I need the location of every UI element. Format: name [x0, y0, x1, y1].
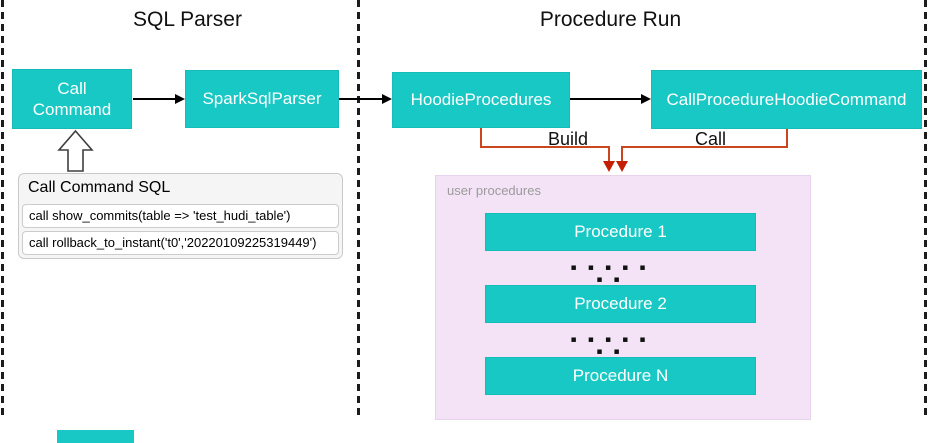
- connector-segment: [622, 146, 788, 148]
- user-procedures-label: user procedures: [447, 183, 541, 198]
- node-procedure-2: Procedure 2: [485, 285, 756, 323]
- section-border-left: [1, 0, 4, 416]
- section-border-right: [924, 0, 927, 416]
- arrow-right-icon: [382, 94, 392, 104]
- connector-segment: [786, 129, 788, 148]
- arrow-shaft: [133, 98, 176, 100]
- arrow-right-icon: [175, 94, 185, 104]
- node-hoodieprocedures: HoodieProcedures: [392, 72, 570, 128]
- arrow-hoodieprocedures-to-callprocedurecommand: [570, 94, 651, 104]
- sql-statement-row: call show_commits(table => 'test_hudi_ta…: [22, 204, 339, 228]
- ellipsis-dots: ▪ ▪ ▪ ▪ ▪ ▪ ▪: [570, 335, 650, 357]
- arrow-sparksqlparser-to-hoodieprocedures: [339, 94, 392, 104]
- connector-segment: [608, 146, 610, 162]
- section-border-middle: [357, 0, 360, 416]
- connector-segment: [480, 146, 610, 148]
- node-callprocedurehoodiecommand: CallProcedureHoodieCommand: [651, 70, 922, 129]
- section-title-procedure-run: Procedure Run: [539, 8, 682, 31]
- edge-label-build: Build: [548, 129, 589, 149]
- section-title-sql-parser: SQL Parser: [133, 8, 242, 31]
- connector-segment: [480, 128, 482, 148]
- node-call-command: Call Command: [12, 69, 132, 129]
- arrow-shaft: [339, 98, 383, 100]
- arrow-shaft: [570, 98, 642, 100]
- node-procedure-1: Procedure 1: [485, 213, 756, 251]
- up-arrow-icon: [57, 129, 94, 172]
- sql-panel-title: Call Command SQL: [28, 179, 171, 196]
- node-sparksqlparser: SparkSqlParser: [185, 70, 339, 128]
- node-procedure-n: Procedure N: [485, 357, 756, 395]
- edge-label-call: Call: [695, 129, 727, 149]
- down-arrowhead-icon: [616, 161, 628, 172]
- connector-segment: [621, 146, 623, 162]
- arrow-callcommand-to-sparksqlparser: [133, 94, 185, 104]
- cropped-teal-box: [57, 430, 134, 443]
- sql-statement-row: call rollback_to_instant('t0','202201092…: [22, 231, 339, 255]
- call-command-sql-panel: Call Command SQL call show_commits(table…: [18, 173, 343, 259]
- down-arrowhead-icon: [603, 161, 615, 172]
- arrow-right-icon: [641, 94, 651, 104]
- ellipsis-dots: ▪ ▪ ▪ ▪ ▪ ▪ ▪: [570, 263, 650, 285]
